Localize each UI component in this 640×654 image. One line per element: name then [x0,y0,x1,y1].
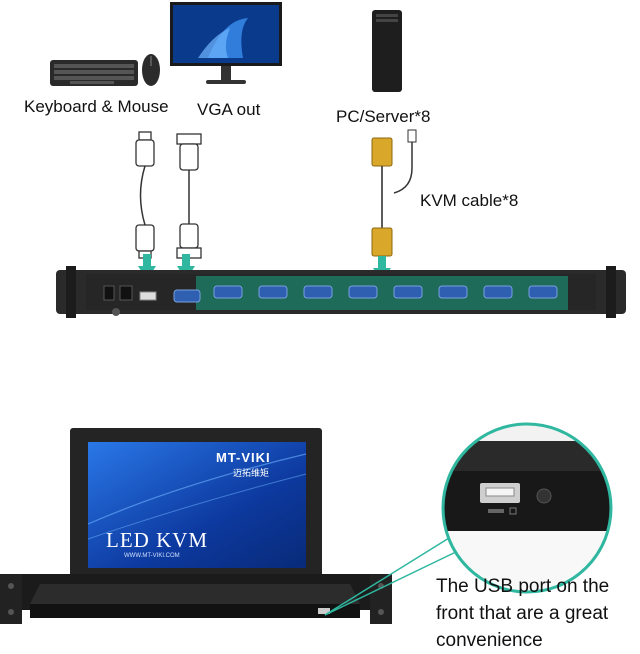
monitor-icon [168,0,284,92]
callout-text: The USB port on the front that are a gre… [436,573,609,654]
vga-out-label: VGA out [197,100,261,119]
pc-tower-icon [370,10,404,92]
kvm-drawer-console [0,424,395,634]
vga-cable [172,132,206,260]
callout-line-1: The USB port on the [436,576,610,597]
vga-port-pc1 [528,285,558,299]
vga-port-pc7 [258,285,288,299]
screen-url: WWW.MT-VIKI.COM [124,553,180,559]
usb-port-zoom-callout [440,421,614,595]
kvm-rear-panel [56,266,626,320]
screen-title: LED KVM [106,528,209,552]
callout-line-2: front that are a great [436,603,609,624]
vga-port-pc6 [303,285,333,299]
vga-port-pc2 [483,285,513,299]
mouse-icon [141,53,161,87]
callout-connector [320,520,480,620]
callout-line-3: convenience [436,630,543,651]
vga-port-pc3 [438,285,468,299]
pc-server-label: PC/Server*8 [336,107,431,126]
brand-subtitle: 迈拓维矩 [233,468,270,478]
kvm-cable-label: KVM cable*8 [420,191,519,210]
keyboard-icon [50,58,140,88]
vga-port-pc5 [348,285,378,299]
brand-logo: MT-VIKI [216,450,271,465]
kvm-cable [364,128,424,262]
vga-port-pc4 [393,285,423,299]
vga-port-pc8 [213,285,243,299]
usb-cable [130,130,160,260]
keyboard-mouse-label: Keyboard & Mouse [24,97,169,116]
